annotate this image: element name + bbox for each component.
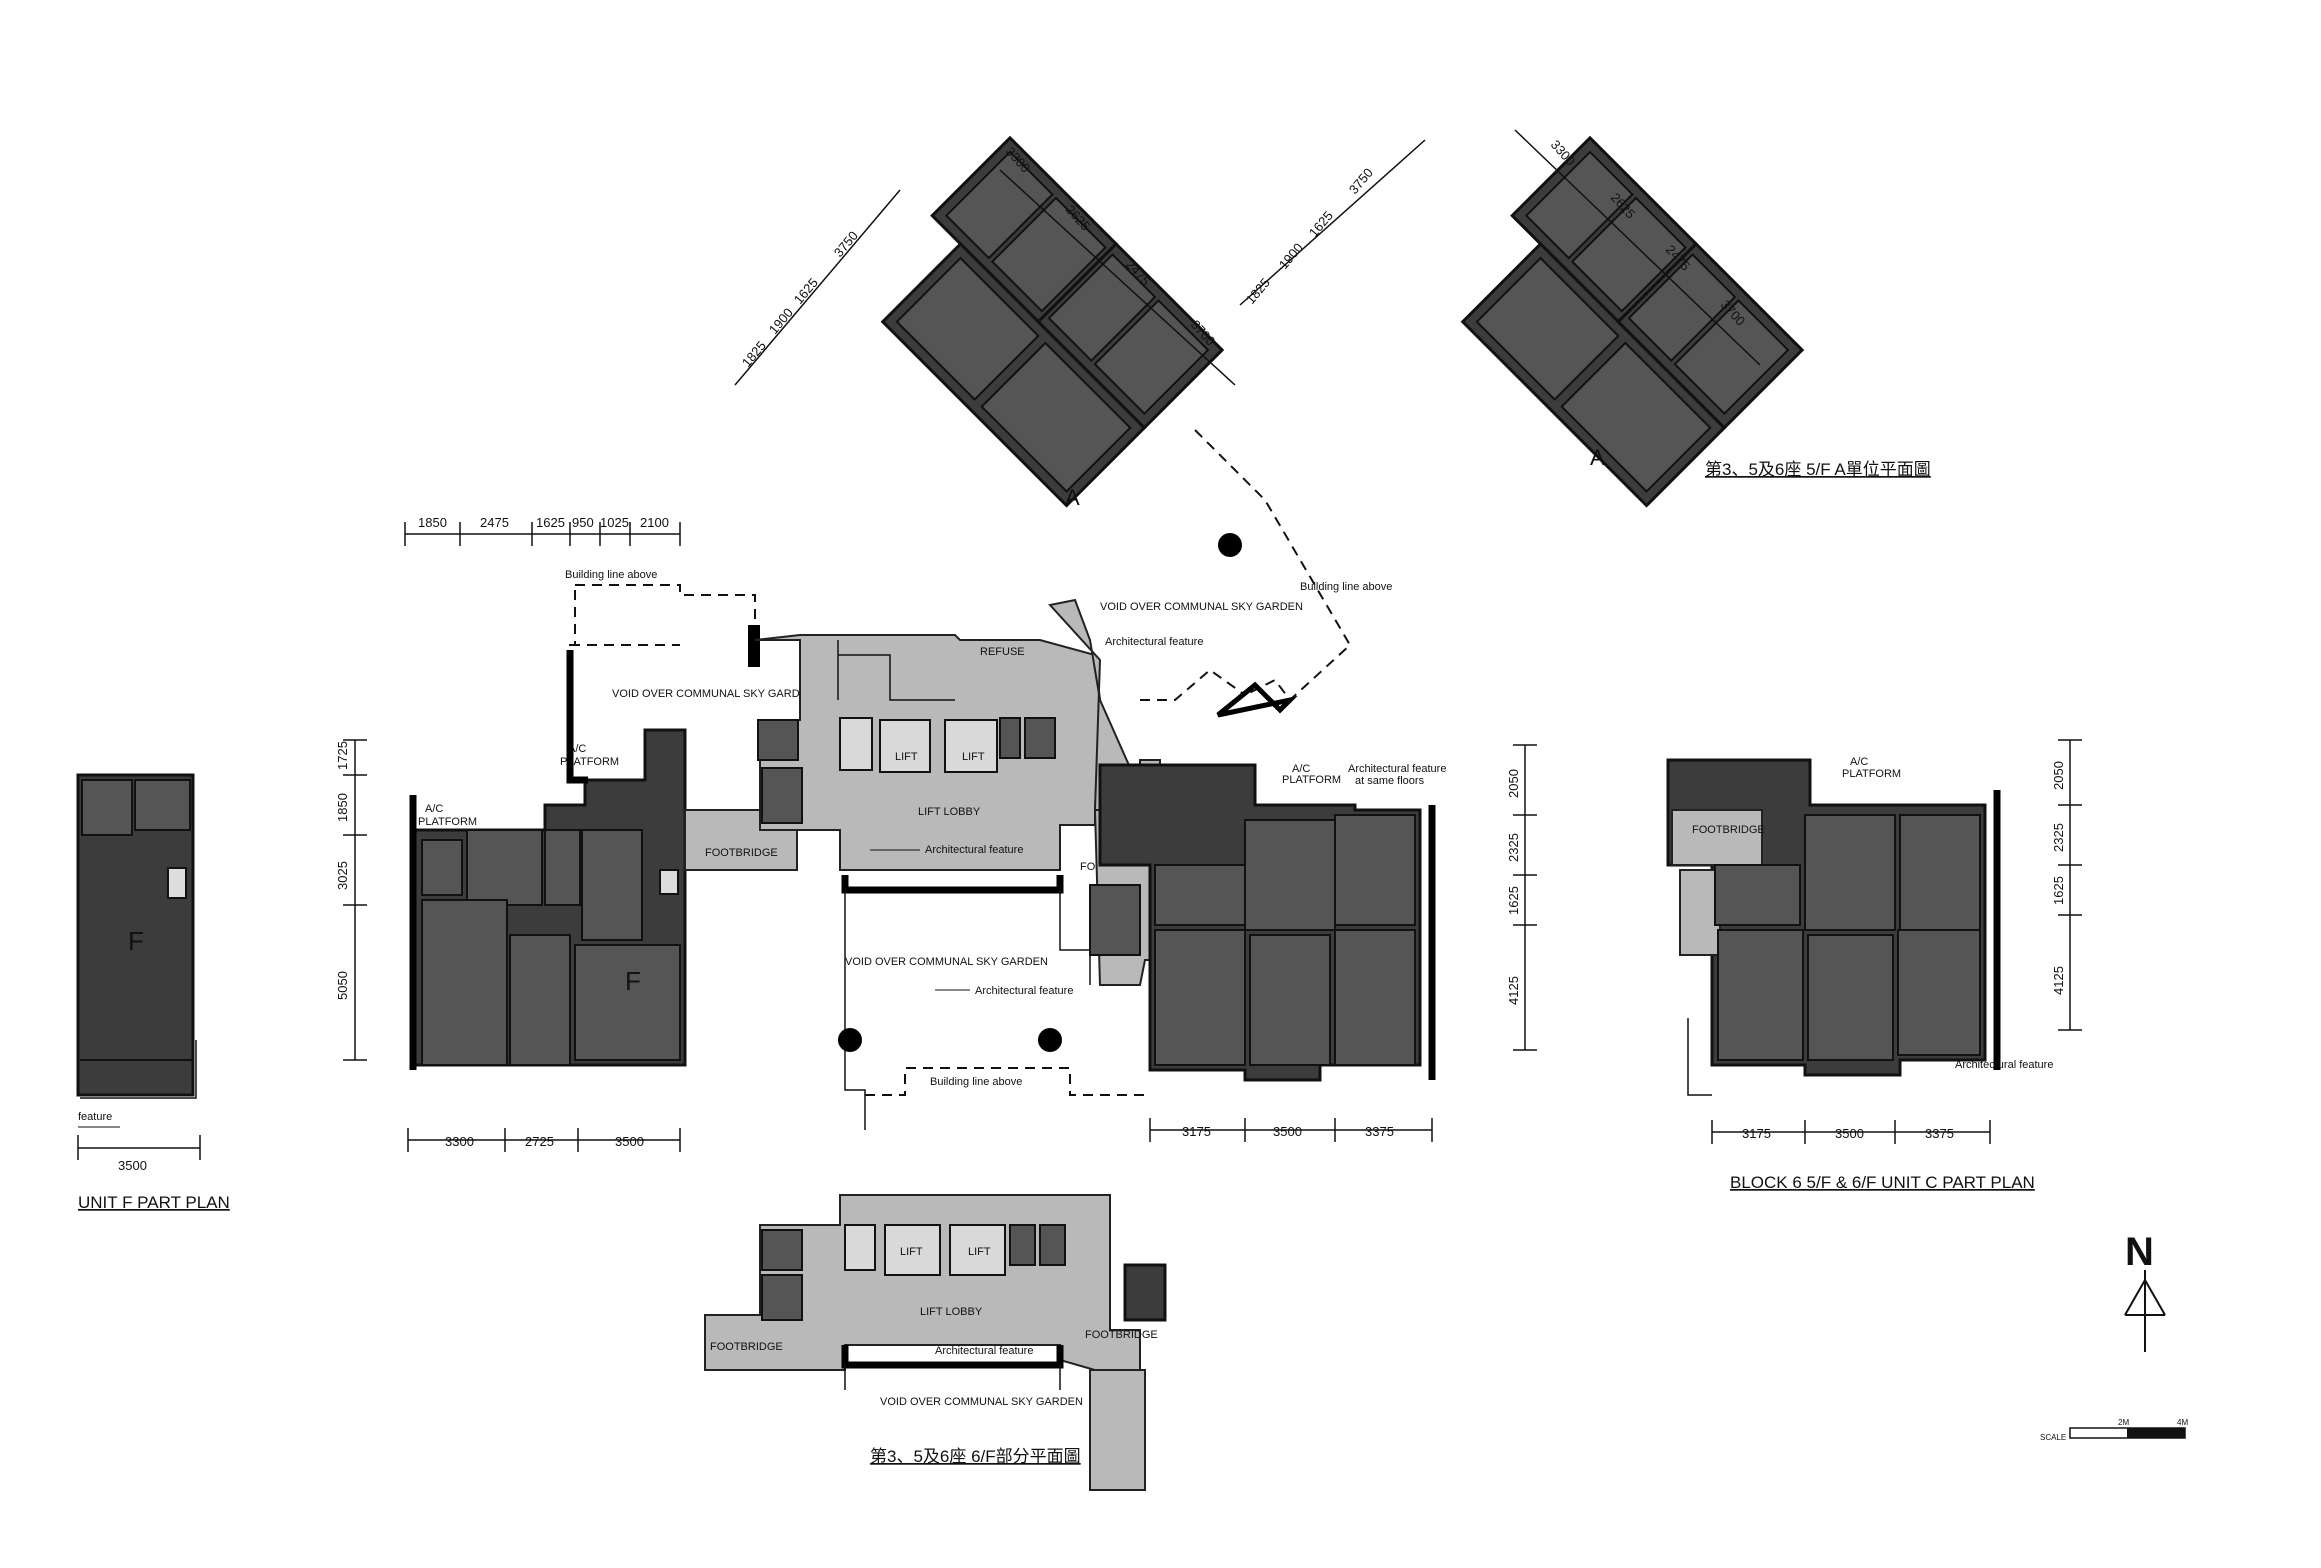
unit-a-mark-attached: A (1065, 485, 1080, 510)
void-label-top-left: VOID OVER COMMUNAL SKY GARDEN (612, 688, 815, 700)
arch-same-label: Architectural feature (1348, 763, 1446, 775)
diag-a2-3: 1625 (791, 275, 821, 307)
lift-label-1: LIFT (895, 751, 918, 763)
unit-a-attached (880, 135, 1225, 508)
caption-unit-f: UNIT F PART PLAN (78, 1193, 230, 1212)
unit-f-mark: F (128, 926, 144, 956)
dim-uc-b1: 3175 (1742, 1126, 1771, 1141)
caption-unit-a: 第3、5及6座 5/F A單位平面圖 (1705, 460, 1931, 479)
dim-top-5: 1025 (600, 515, 629, 530)
dim-cr-1: 2050 (1506, 769, 1521, 798)
dim-bl-3: 3500 (615, 1134, 644, 1149)
building-line-label-1: Building line above (565, 569, 657, 581)
refuse-label: REFUSE (980, 646, 1025, 658)
dim-uc-b2: 3500 (1835, 1126, 1864, 1141)
diag-a2-1: 1825 (739, 338, 769, 370)
dim-br-1: 3175 (1182, 1124, 1211, 1139)
dim-top-4: 950 (572, 515, 594, 530)
dim-bl-2: 2725 (525, 1134, 554, 1149)
lift-label-3: LIFT (900, 1246, 923, 1258)
lift-lobby-label-2: LIFT LOBBY (920, 1306, 983, 1318)
building-line-label-2: Building line above (930, 1076, 1022, 1088)
main-floor-plan: 1850 2475 1625 950 1025 2100 1725 1850 3… (335, 135, 1537, 1152)
dim-top-3: 1625 (536, 515, 565, 530)
ac-label-c: A/C (1850, 756, 1868, 768)
footbridge-label-1: FOOTBRIDGE (705, 847, 778, 859)
platform-label-right: PLATFORM (1282, 774, 1341, 786)
unit-a-standalone: A 1825 1900 1625 3750 3300 2625 2475 370… (1239, 129, 1931, 508)
dim-top-6: 2100 (640, 515, 669, 530)
void-label-top-right: VOID OVER COMMUNAL SKY GARDEN (1100, 601, 1303, 613)
void-label-bottom: VOID OVER COMMUNAL SKY GARDEN (880, 1396, 1083, 1408)
dim-bl-1: 3300 (445, 1134, 474, 1149)
platform-label-left-2: PLATFORM (418, 816, 477, 828)
unit-c-part-plan: FOOTBRIDGE A/C PLATFORM Architectural fe… (1666, 739, 2082, 1192)
dim-uc-v2: 2325 (2051, 823, 2066, 852)
north-arrow: N (2124, 1230, 2166, 1352)
unit-f-part-plan: F feature 3500 UNIT F PART PLAN (76, 773, 230, 1212)
dim-br-3: 3375 (1365, 1124, 1394, 1139)
arch-feature-label-3: Architectural feature (1105, 636, 1203, 648)
unit-f-feature-label: feature (78, 1111, 112, 1123)
footbridge-label-3: FOOTBRIDGE (1692, 824, 1765, 836)
diag-a2-4: 3750 (831, 228, 861, 260)
dim-cr-2: 2325 (1506, 833, 1521, 862)
lift-label-2: LIFT (962, 751, 985, 763)
unit-a-mark-standalone: A (1590, 445, 1605, 470)
scale-4m: 4M (2177, 1418, 2188, 1427)
diag-b2-4: 3750 (1346, 165, 1376, 197)
north-letter: N (2125, 1230, 2154, 1274)
arch-same-label-2: at same floors (1355, 775, 1425, 787)
dim-br-2: 3500 (1273, 1124, 1302, 1139)
dim-uc-b3: 3375 (1925, 1126, 1954, 1141)
dim-left-3: 3025 (335, 861, 350, 890)
diag-b2-2: 1900 (1276, 240, 1306, 272)
dim-uc-v4: 4125 (2051, 966, 2066, 995)
part-plan-6f: LIFT LIFT LIFT LOBBY FOOTBRIDGE FOOTBRID… (704, 1194, 1167, 1491)
footbridge-label-4: FOOTBRIDGE (710, 1341, 783, 1353)
dim-left-1: 1725 (335, 741, 350, 770)
caption-part-6f: 第3、5及6座 6/F部分平面圖 (870, 1447, 1081, 1466)
platform-label-left: PLATFORM (560, 756, 619, 768)
left-unit-mark: F (625, 966, 641, 996)
arch-feature-label-4: Architectural feature (1955, 1059, 2053, 1071)
dim-cr-3: 1625 (1506, 886, 1521, 915)
void-label-center: VOID OVER COMMUNAL SKY GARDEN (845, 956, 1048, 968)
scale-bar: SCALE 2M 4M (2040, 1418, 2188, 1442)
dim-left-4: 5050 (335, 971, 350, 1000)
arch-feature-label-5: Architectural feature (935, 1345, 1033, 1357)
unit-f-dim: 3500 (118, 1158, 147, 1173)
dim-cr-4: 4125 (1506, 976, 1521, 1005)
dim-top-2: 2475 (480, 515, 509, 530)
ac-label-right: A/C (1292, 763, 1310, 775)
scale-label: SCALE (2040, 1433, 2066, 1442)
dim-top-1: 1850 (418, 515, 447, 530)
arch-feature-label-2: Architectural feature (975, 985, 1073, 997)
ac-label-left-2: A/C (425, 803, 443, 815)
scale-2m: 2M (2118, 1418, 2129, 1427)
lift-label-4: LIFT (968, 1246, 991, 1258)
diag-a2-2: 1900 (766, 305, 796, 337)
lift-lobby-label: LIFT LOBBY (918, 806, 981, 818)
dim-uc-v3: 1625 (2051, 876, 2066, 905)
building-line-label-3: Building line above (1300, 581, 1392, 593)
dim-left-2: 1850 (335, 793, 350, 822)
footbridge-label-5: FOOTBRIDGE (1085, 1329, 1158, 1341)
arch-feature-label-1: Architectural feature (925, 844, 1023, 856)
platform-label-c: PLATFORM (1842, 768, 1901, 780)
caption-unit-c: BLOCK 6 5/F & 6/F UNIT C PART PLAN (1730, 1173, 2035, 1192)
dim-uc-v1: 2050 (2051, 761, 2066, 790)
